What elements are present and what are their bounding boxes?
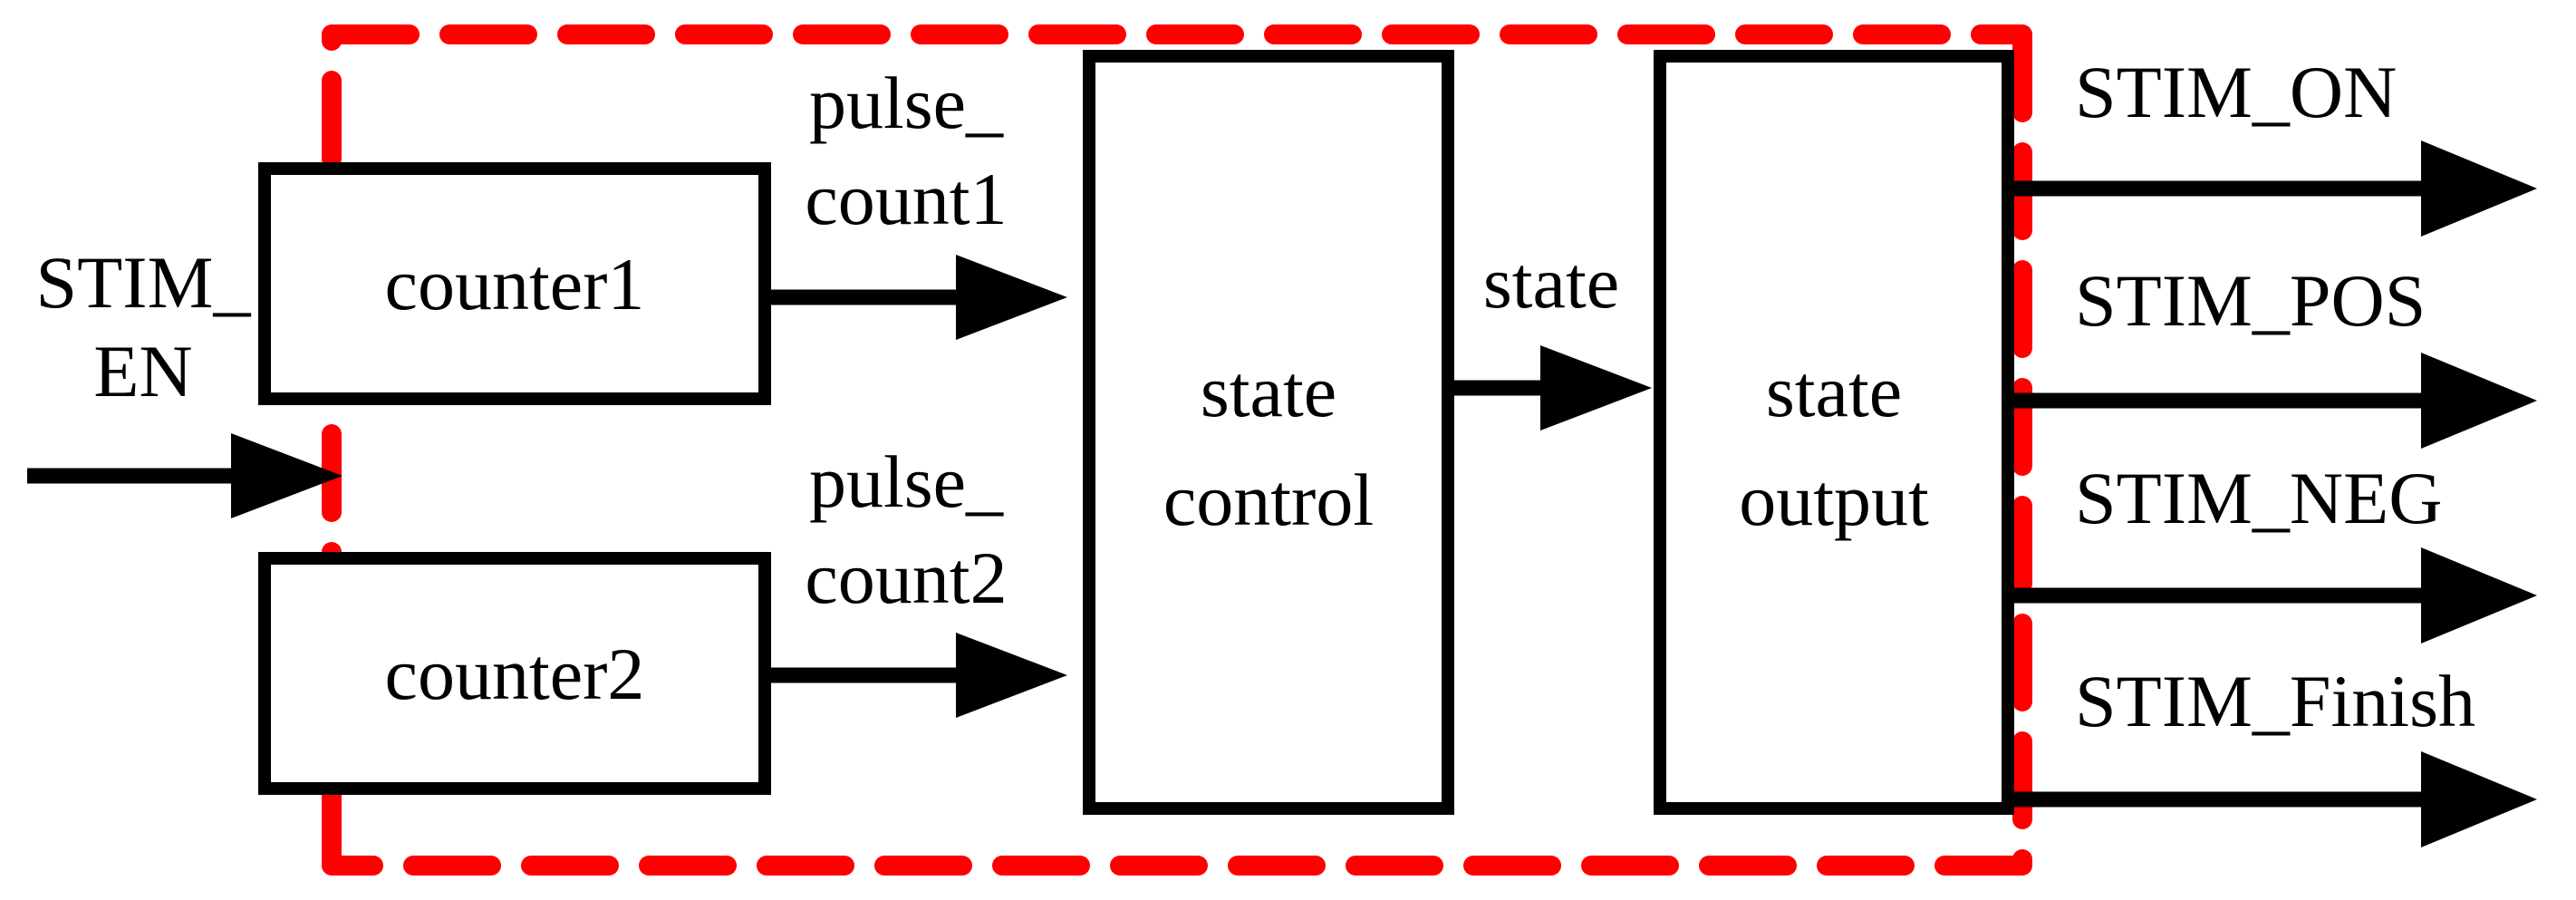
input-label-stim-en-line2: EN [93,330,192,412]
wire-pulse-count1 [765,255,1067,340]
output-label-stim-finish: STIM_Finish [2075,660,2475,742]
block-label-state-control-line1: state [1201,350,1336,432]
wire-stim-on [2008,140,2537,237]
output-label-stim-pos: STIM_POS [2075,259,2426,342]
signal-label-pulse-count1-line2: count1 [805,158,1007,240]
wire-pulse-count2 [765,633,1067,718]
wire-stim-neg [2008,547,2537,644]
block-label-counter1: counter1 [385,243,645,325]
block-label-state-control-line2: control [1163,459,1374,541]
module-boundary-dashed-rect [322,24,2032,876]
wire-stim-finish [2008,751,2537,847]
signal-label-pulse-count2-line2: count2 [805,537,1007,619]
wire-state [1448,345,1652,431]
block-counter1[interactable] [258,162,771,405]
signal-label-state: state [1483,241,1619,324]
stim-en-arrow [27,433,343,518]
input-label-stim-en-line1: STIM_ [36,241,252,324]
block-label-state-output-line1: state [1766,350,1902,432]
signal-label-pulse-count1-line1: pulse_ [809,62,1004,144]
output-label-stim-on: STIM_ON [2075,51,2397,133]
block-label-counter2: counter2 [385,633,645,715]
block-state-control[interactable] [1083,50,1454,815]
wire-stim-pos [2008,353,2537,449]
block-state-output[interactable] [1654,50,2014,815]
output-label-stim-neg: STIM_NEG [2075,457,2442,539]
block-label-state-output-line2: output [1739,459,1929,541]
signal-label-pulse-count2-line1: pulse_ [809,440,1004,523]
